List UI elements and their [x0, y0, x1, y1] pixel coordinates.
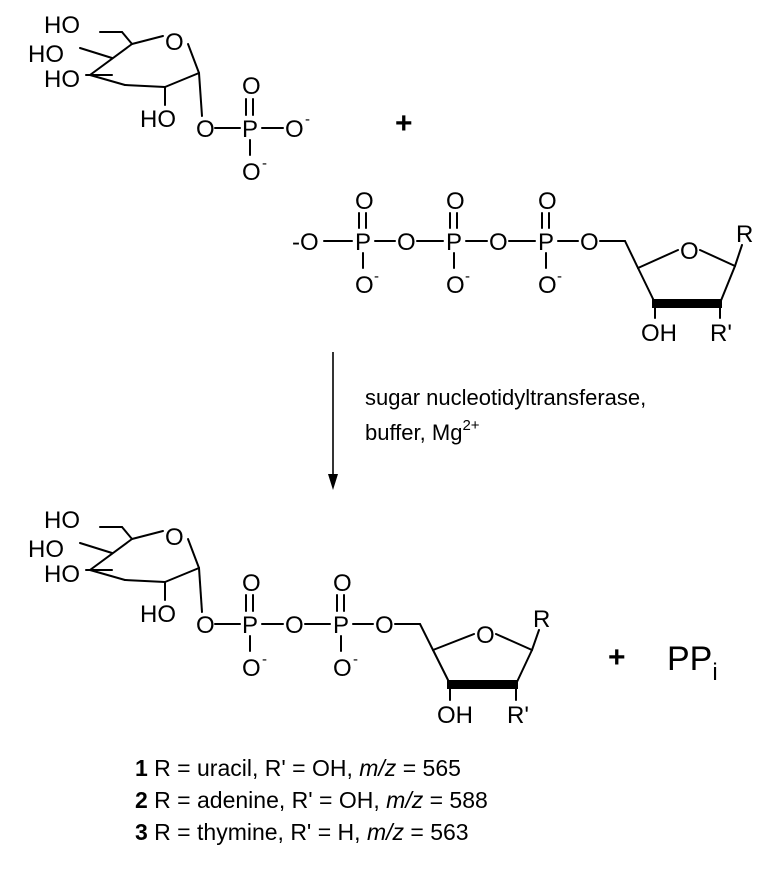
- ring-oxygen-label: O: [476, 622, 495, 649]
- anion-oxygen-label: O: [355, 272, 374, 299]
- conditions-line-1: sugar nucleotidyltransferase,: [365, 385, 646, 410]
- mz-label: m/z: [386, 787, 424, 813]
- ring-oxygen-label: O: [165, 524, 184, 551]
- mz-value: = 563: [404, 819, 469, 845]
- phosphorus-label: P: [242, 116, 258, 143]
- anion-oxygen-label: O: [242, 159, 261, 186]
- oxo-oxygen-label: O: [538, 188, 557, 215]
- bridge-oxygen-label: O: [285, 612, 304, 639]
- compound-number: 1: [135, 755, 148, 781]
- bridge-oxygen-label: O: [375, 612, 394, 639]
- phosphorus-label: P: [333, 612, 349, 639]
- charge-label: -: [557, 268, 562, 285]
- anion-oxygen-label: O: [285, 116, 304, 143]
- conditions-line-2: buffer, Mg2+: [365, 417, 480, 445]
- mz-label: m/z: [359, 755, 397, 781]
- bridge-oxygen-label: O: [196, 116, 215, 143]
- hydroxyl-label: HO: [44, 561, 80, 588]
- charge-label: -: [465, 268, 470, 285]
- conditions-text: buffer, Mg: [365, 420, 462, 445]
- phosphorus-label: P: [242, 612, 258, 639]
- oxo-oxygen-label: O: [242, 73, 261, 100]
- charge-label: -: [305, 111, 310, 128]
- hydroxyl-label: HO: [44, 12, 80, 39]
- mz-value: = 565: [396, 755, 461, 781]
- compound-desc: R = thymine, R' = H,: [148, 819, 367, 845]
- compound-number: 2: [135, 787, 148, 813]
- anion-oxygen-label: O: [242, 655, 261, 682]
- phosphorus-label: P: [538, 229, 554, 256]
- mz-label: m/z: [367, 819, 405, 845]
- compound-line-2: 2 R = adenine, R' = OH, m/z = 588: [135, 787, 488, 813]
- terminal-oxygen-label: -O: [292, 229, 319, 256]
- plus-sign: +: [395, 107, 413, 140]
- plus-sign: +: [608, 641, 626, 674]
- bridge-oxygen-label: O: [397, 229, 416, 256]
- hydroxyl-label: HO: [28, 536, 64, 563]
- compound-line-1: 1 R = uracil, R' = OH, m/z = 565: [135, 755, 461, 781]
- ppi-subscript: i: [712, 659, 717, 686]
- hydroxyl-label: HO: [44, 66, 80, 93]
- hydroxyl-label: HO: [28, 41, 64, 68]
- phosphorus-label: P: [355, 229, 371, 256]
- hydroxyl-label: OH: [437, 702, 473, 729]
- charge-label: -: [353, 651, 358, 668]
- compound-number: 3: [135, 819, 148, 845]
- oxo-oxygen-label: O: [355, 188, 374, 215]
- charge-label: -: [262, 651, 267, 668]
- compound-line-3: 3 R = thymine, R' = H, m/z = 563: [135, 819, 469, 845]
- ring-oxygen-label: O: [680, 238, 699, 265]
- r-group-label: R: [533, 606, 550, 633]
- nucleoside-triphosphate: -O P O P O P O O O O O - O - O -: [292, 188, 753, 347]
- bridge-oxygen-label: O: [580, 229, 599, 256]
- hydroxyl-label: OH: [641, 320, 677, 347]
- pyrophosphate-label: PPi: [667, 640, 718, 686]
- hexose-phosphate: HO HO HO HO O O P O - O O -: [28, 12, 310, 186]
- oxo-oxygen-label: O: [446, 188, 465, 215]
- mz-value: = 588: [423, 787, 488, 813]
- oxo-oxygen-label: O: [242, 570, 261, 597]
- sugar-nucleotide-product: HO HO HO HO O O P O P O O O O - O - O R: [28, 507, 550, 729]
- hydroxyl-label: HO: [44, 507, 80, 534]
- phosphorus-label: P: [446, 229, 462, 256]
- charge-label: -: [262, 155, 267, 172]
- compound-desc: R = uracil, R' = OH,: [148, 755, 359, 781]
- charge-label: -: [374, 268, 379, 285]
- anion-oxygen-label: O: [446, 272, 465, 299]
- bridge-oxygen-label: O: [489, 229, 508, 256]
- charge-superscript: 2+: [462, 417, 479, 434]
- hydroxyl-label: HO: [140, 601, 176, 628]
- r-group-label: R: [736, 221, 753, 248]
- ring-oxygen-label: O: [165, 29, 184, 56]
- ppi-main: PP: [667, 640, 712, 678]
- oxo-oxygen-label: O: [333, 570, 352, 597]
- r-prime-label: R': [710, 320, 732, 347]
- hydroxyl-label: HO: [140, 106, 176, 133]
- bridge-oxygen-label: O: [196, 612, 215, 639]
- anion-oxygen-label: O: [538, 272, 557, 299]
- compound-desc: R = adenine, R' = OH,: [148, 787, 386, 813]
- anion-oxygen-label: O: [333, 655, 352, 682]
- reaction-arrow: [328, 352, 338, 490]
- r-prime-label: R': [507, 702, 529, 729]
